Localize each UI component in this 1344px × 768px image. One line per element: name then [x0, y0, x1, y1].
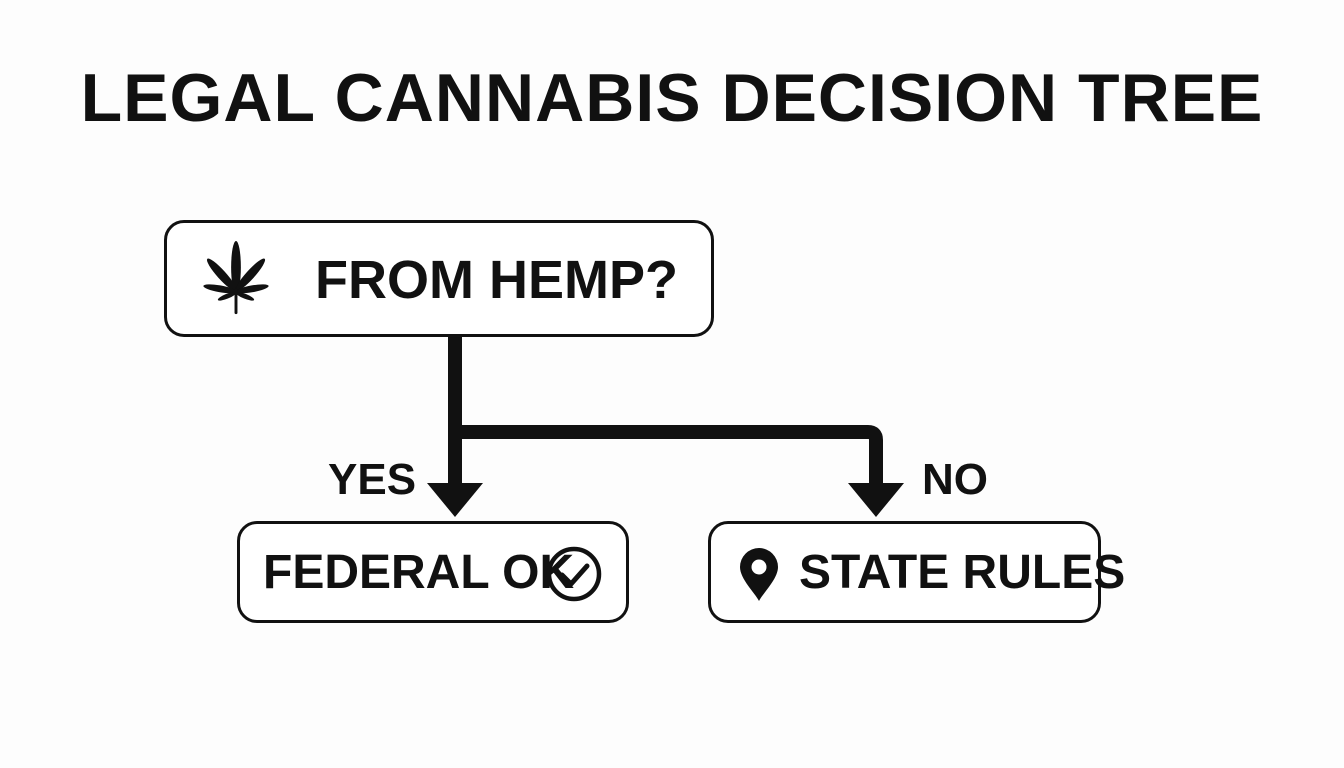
diagram-title: LEGAL CANNABIS DECISION TREE: [80, 60, 1264, 136]
state-rules-node: STATE RULES: [708, 521, 1125, 623]
root-decision-node: FROM HEMP?: [164, 220, 714, 337]
yes-arrowhead: [427, 483, 483, 517]
federal-ok-node: FEDERAL OK: [237, 521, 629, 623]
state-rules-label: STATE RULES: [799, 546, 1126, 599]
no-branch-label: NO: [922, 455, 988, 504]
location-pin-icon: [740, 548, 778, 601]
federal-ok-label: FEDERAL OK: [263, 546, 575, 599]
no-connector-line: [455, 425, 883, 484]
no-arrowhead: [848, 483, 904, 517]
yes-branch-label: YES: [328, 455, 417, 504]
check-circle-icon: [546, 546, 602, 602]
root-question-label: FROM HEMP?: [315, 250, 678, 310]
cannabis-leaf-icon: [203, 240, 269, 315]
